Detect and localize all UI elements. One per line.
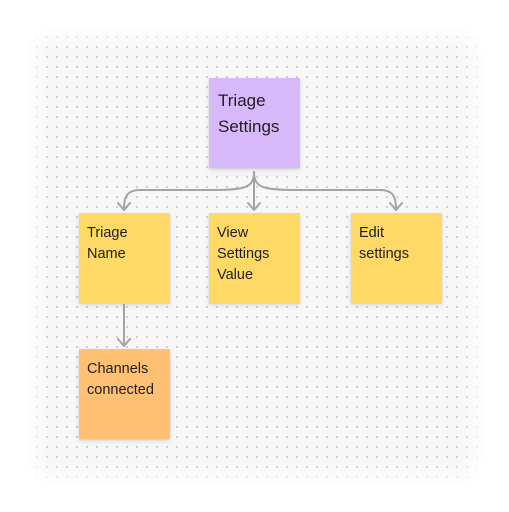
sticky-note-label: View Settings Value xyxy=(217,225,270,283)
sticky-note-edit-settings[interactable]: Edit settings xyxy=(351,213,442,303)
sticky-note-label: Triage Settings xyxy=(218,91,280,136)
sticky-note-label: Edit settings xyxy=(359,225,409,262)
sticky-note-triage-settings[interactable]: Triage Settings xyxy=(209,78,300,168)
sticky-note-label: Channels connected xyxy=(87,361,154,398)
sticky-note-view-settings-value[interactable]: View Settings Value xyxy=(209,213,300,303)
sticky-note-label: Triage Name xyxy=(87,225,128,262)
sticky-note-channels-connected[interactable]: Channels connected xyxy=(79,349,170,439)
sticky-note-triage-name[interactable]: Triage Name xyxy=(79,213,170,303)
